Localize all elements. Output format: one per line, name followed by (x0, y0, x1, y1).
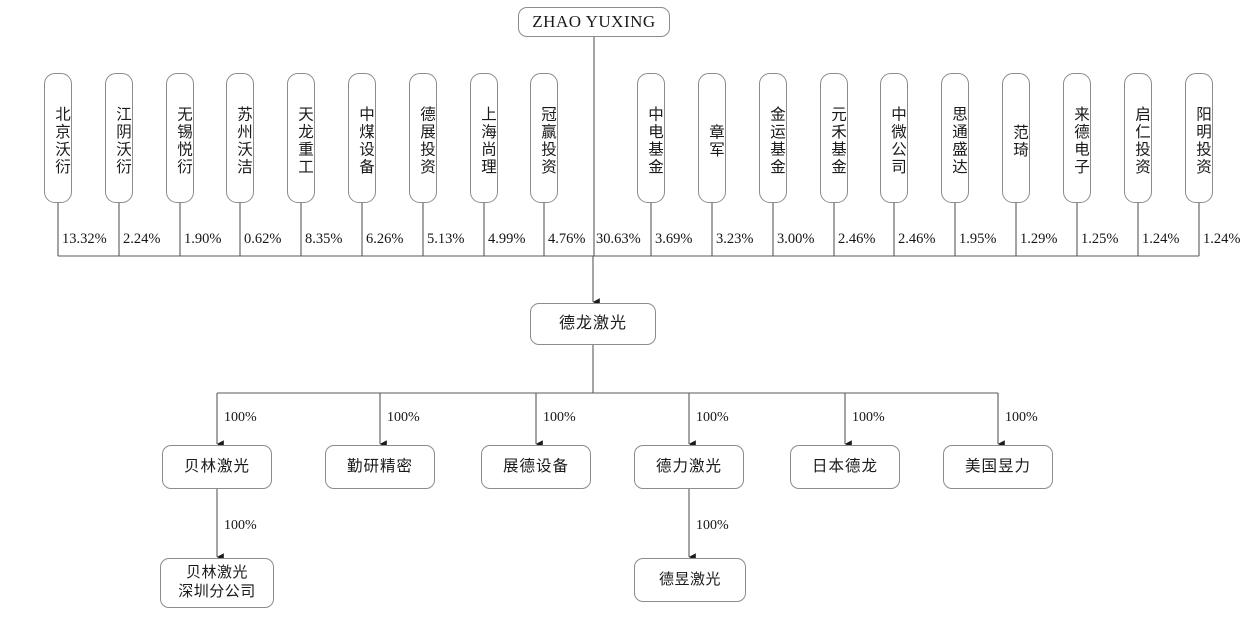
shareholder-percentage: 2.46% (898, 231, 936, 247)
node-shareholder-label: 北京沃衍 (53, 106, 70, 176)
node-subsidiary-label: 展德设备 (502, 458, 569, 476)
controller-percentage: 30.63% (596, 231, 641, 247)
subsidiary-percentage: 100% (852, 410, 885, 425)
node-root-shareholder[interactable]: ZHAO YUXING (518, 7, 670, 37)
node-shareholder-label: 思通盛达 (950, 106, 967, 176)
shareholder-percentage: 3.23% (716, 231, 754, 247)
shareholder-percentage: 1.95% (959, 231, 997, 247)
node-shareholder-label: 阳明投资 (1194, 106, 1211, 176)
node-shareholder[interactable]: 范琦 (1002, 73, 1030, 203)
node-shareholder[interactable]: 中煤设备 (348, 73, 376, 203)
shareholder-percentage: 1.24% (1203, 231, 1241, 247)
shareholder-percentage: 0.62% (244, 231, 282, 247)
node-subsidiary[interactable]: 勤研精密 (325, 445, 435, 489)
node-subsidiary-label: 勤研精密 (346, 458, 413, 476)
shareholder-percentage: 2.24% (123, 231, 161, 247)
shareholder-percentage: 1.29% (1020, 231, 1058, 247)
node-shareholder[interactable]: 阳明投资 (1185, 73, 1213, 203)
node-shareholder[interactable]: 天龙重工 (287, 73, 315, 203)
shareholder-percentage: 4.99% (488, 231, 526, 247)
shareholder-percentage: 3.69% (655, 231, 693, 247)
node-branch-company-label: 深圳分公司 (178, 584, 256, 600)
node-branch-company-label: 德昱激光 (658, 571, 721, 588)
node-shareholder-label: 中电基金 (646, 106, 663, 176)
shareholder-percentage: 6.26% (366, 231, 404, 247)
node-shareholder-label: 无锡悦衍 (175, 106, 192, 176)
node-shareholder[interactable]: 金运基金 (759, 73, 787, 203)
node-shareholder-label: 冠赢投资 (539, 106, 556, 176)
node-subsidiary[interactable]: 展德设备 (481, 445, 591, 489)
shareholder-percentage: 3.00% (777, 231, 815, 247)
node-branch-company[interactable]: 德昱激光 (634, 558, 746, 602)
node-shareholder[interactable]: 启仁投资 (1124, 73, 1152, 203)
node-subsidiary-label: 贝林激光 (183, 458, 250, 476)
node-root-label: ZHAO YUXING (532, 12, 656, 32)
node-shareholder-label: 来德电子 (1072, 106, 1089, 176)
node-shareholder-label: 启仁投资 (1133, 106, 1150, 176)
subsidiary-percentage: 100% (543, 410, 576, 425)
node-shareholder-label: 天龙重工 (296, 106, 313, 176)
node-shareholder[interactable]: 江阴沃衍 (105, 73, 133, 203)
shareholder-percentage: 1.25% (1081, 231, 1119, 247)
node-subsidiary-label: 美国昱力 (964, 458, 1031, 476)
shareholder-percentage: 8.35% (305, 231, 343, 247)
shareholder-percentage: 5.13% (427, 231, 465, 247)
shareholder-percentage: 1.24% (1142, 231, 1180, 247)
node-shareholder[interactable]: 德展投资 (409, 73, 437, 203)
shareholder-percentage: 4.76% (548, 231, 586, 247)
node-shareholder-label: 苏州沃洁 (235, 106, 252, 176)
node-main-company[interactable]: 德龙激光 (530, 303, 656, 345)
node-shareholder[interactable]: 上海尚理 (470, 73, 498, 203)
shareholder-percentage: 2.46% (838, 231, 876, 247)
node-subsidiary[interactable]: 贝林激光 (162, 445, 272, 489)
shareholder-percentage: 1.90% (184, 231, 222, 247)
node-shareholder-label: 金运基金 (768, 106, 785, 176)
node-shareholder[interactable]: 章军 (698, 73, 726, 203)
node-shareholder[interactable]: 思通盛达 (941, 73, 969, 203)
node-subsidiary-label: 德力激光 (655, 458, 722, 476)
subsidiary-percentage: 100% (224, 410, 257, 425)
node-shareholder-label: 章军 (707, 123, 724, 159)
node-shareholder[interactable]: 中电基金 (637, 73, 665, 203)
node-shareholder[interactable]: 无锡悦衍 (166, 73, 194, 203)
node-subsidiary[interactable]: 美国昱力 (943, 445, 1053, 489)
node-shareholder[interactable]: 北京沃衍 (44, 73, 72, 203)
node-shareholder-label: 元禾基金 (829, 106, 846, 176)
node-shareholder[interactable]: 来德电子 (1063, 73, 1091, 203)
branch-percentage: 100% (696, 518, 729, 533)
subsidiary-percentage: 100% (1005, 410, 1038, 425)
node-shareholder-label: 范琦 (1011, 123, 1028, 159)
node-shareholder[interactable]: 冠赢投资 (530, 73, 558, 203)
node-shareholder-label: 中煤设备 (357, 106, 374, 176)
node-shareholder[interactable]: 苏州沃洁 (226, 73, 254, 203)
node-shareholder-label: 江阴沃衍 (114, 106, 131, 176)
node-shareholder-label: 上海尚理 (479, 106, 496, 176)
node-shareholder[interactable]: 中微公司 (880, 73, 908, 203)
node-subsidiary[interactable]: 德力激光 (634, 445, 744, 489)
branch-percentage: 100% (224, 518, 257, 533)
subsidiary-percentage: 100% (696, 410, 729, 425)
node-branch-company-label: 贝林激光 (185, 565, 248, 582)
shareholder-percentage: 13.32% (62, 231, 107, 247)
node-main-company-label: 德龙激光 (558, 315, 627, 332)
node-branch-company[interactable]: 贝林激光深圳分公司 (160, 558, 274, 608)
node-shareholder-label: 德展投资 (418, 106, 435, 176)
node-subsidiary-label: 日本德龙 (811, 458, 878, 476)
subsidiary-percentage: 100% (387, 410, 420, 425)
node-subsidiary[interactable]: 日本德龙 (790, 445, 900, 489)
node-shareholder-label: 中微公司 (889, 106, 906, 176)
node-shareholder[interactable]: 元禾基金 (820, 73, 848, 203)
